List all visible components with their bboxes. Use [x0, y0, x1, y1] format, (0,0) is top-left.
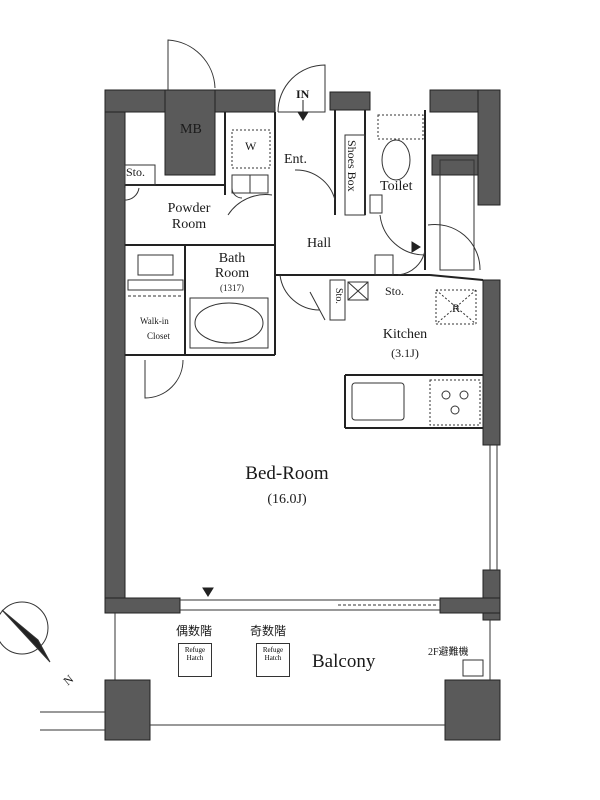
- label-walkin-2: Closet: [147, 331, 171, 341]
- label-bath-room-1: Bath: [218, 251, 246, 266]
- label-kitchen: Kitchen: [382, 327, 428, 342]
- label-toilet: Toilet: [380, 179, 413, 194]
- label-storage-small: Sto.: [333, 288, 344, 304]
- label-bedroom: Bed-Room: [245, 463, 329, 484]
- label-odd-floors: 奇数階: [250, 624, 287, 638]
- hatch-odd-line2: Hatch: [264, 654, 282, 662]
- label-shoes-box: Shoes Box: [345, 140, 359, 192]
- label-bedroom-size: (16.0J): [267, 492, 307, 507]
- label-balcony: Balcony: [312, 651, 376, 672]
- label-storage-kitchen: Sto.: [385, 284, 405, 298]
- label-refrigerator: R: [452, 301, 461, 315]
- door-swings: [124, 39, 481, 399]
- entry-arrow-icon: [202, 100, 421, 597]
- refuge-hatch-odd: Refuge Hatch: [256, 643, 290, 677]
- label-even-floors: 偶数階: [176, 624, 213, 638]
- interior-walls: [125, 110, 484, 429]
- refuge-hatch-even: Refuge Hatch: [178, 643, 212, 677]
- label-kitchen-size: (3.1J): [391, 346, 419, 360]
- balcony-outline: [40, 613, 491, 731]
- label-entrance: Ent.: [284, 152, 307, 167]
- label-evac-device: 2F避難機: [428, 647, 469, 658]
- compass-icon: [0, 601, 51, 663]
- hatch-even-line2: Hatch: [186, 654, 204, 662]
- label-mb: MB: [180, 122, 202, 137]
- label-bath-size: (1317): [220, 283, 244, 293]
- label-entry-in: IN: [296, 87, 310, 101]
- hatch-odd-line1: Refuge: [262, 646, 284, 654]
- exterior-walls: [104, 89, 501, 741]
- windows: [180, 445, 498, 611]
- label-storage-top: Sto.: [126, 165, 146, 179]
- label-walkin-1: Walk-in: [140, 316, 169, 326]
- label-powder-room-1: Powder: [167, 201, 211, 216]
- label-hall: Hall: [307, 236, 332, 251]
- hatch-even-line1: Refuge: [184, 646, 206, 654]
- label-bath-room-2: Room: [214, 266, 250, 281]
- label-washer: W: [245, 139, 257, 153]
- label-powder-room-2: Room: [171, 217, 207, 232]
- fixtures: [124, 114, 481, 426]
